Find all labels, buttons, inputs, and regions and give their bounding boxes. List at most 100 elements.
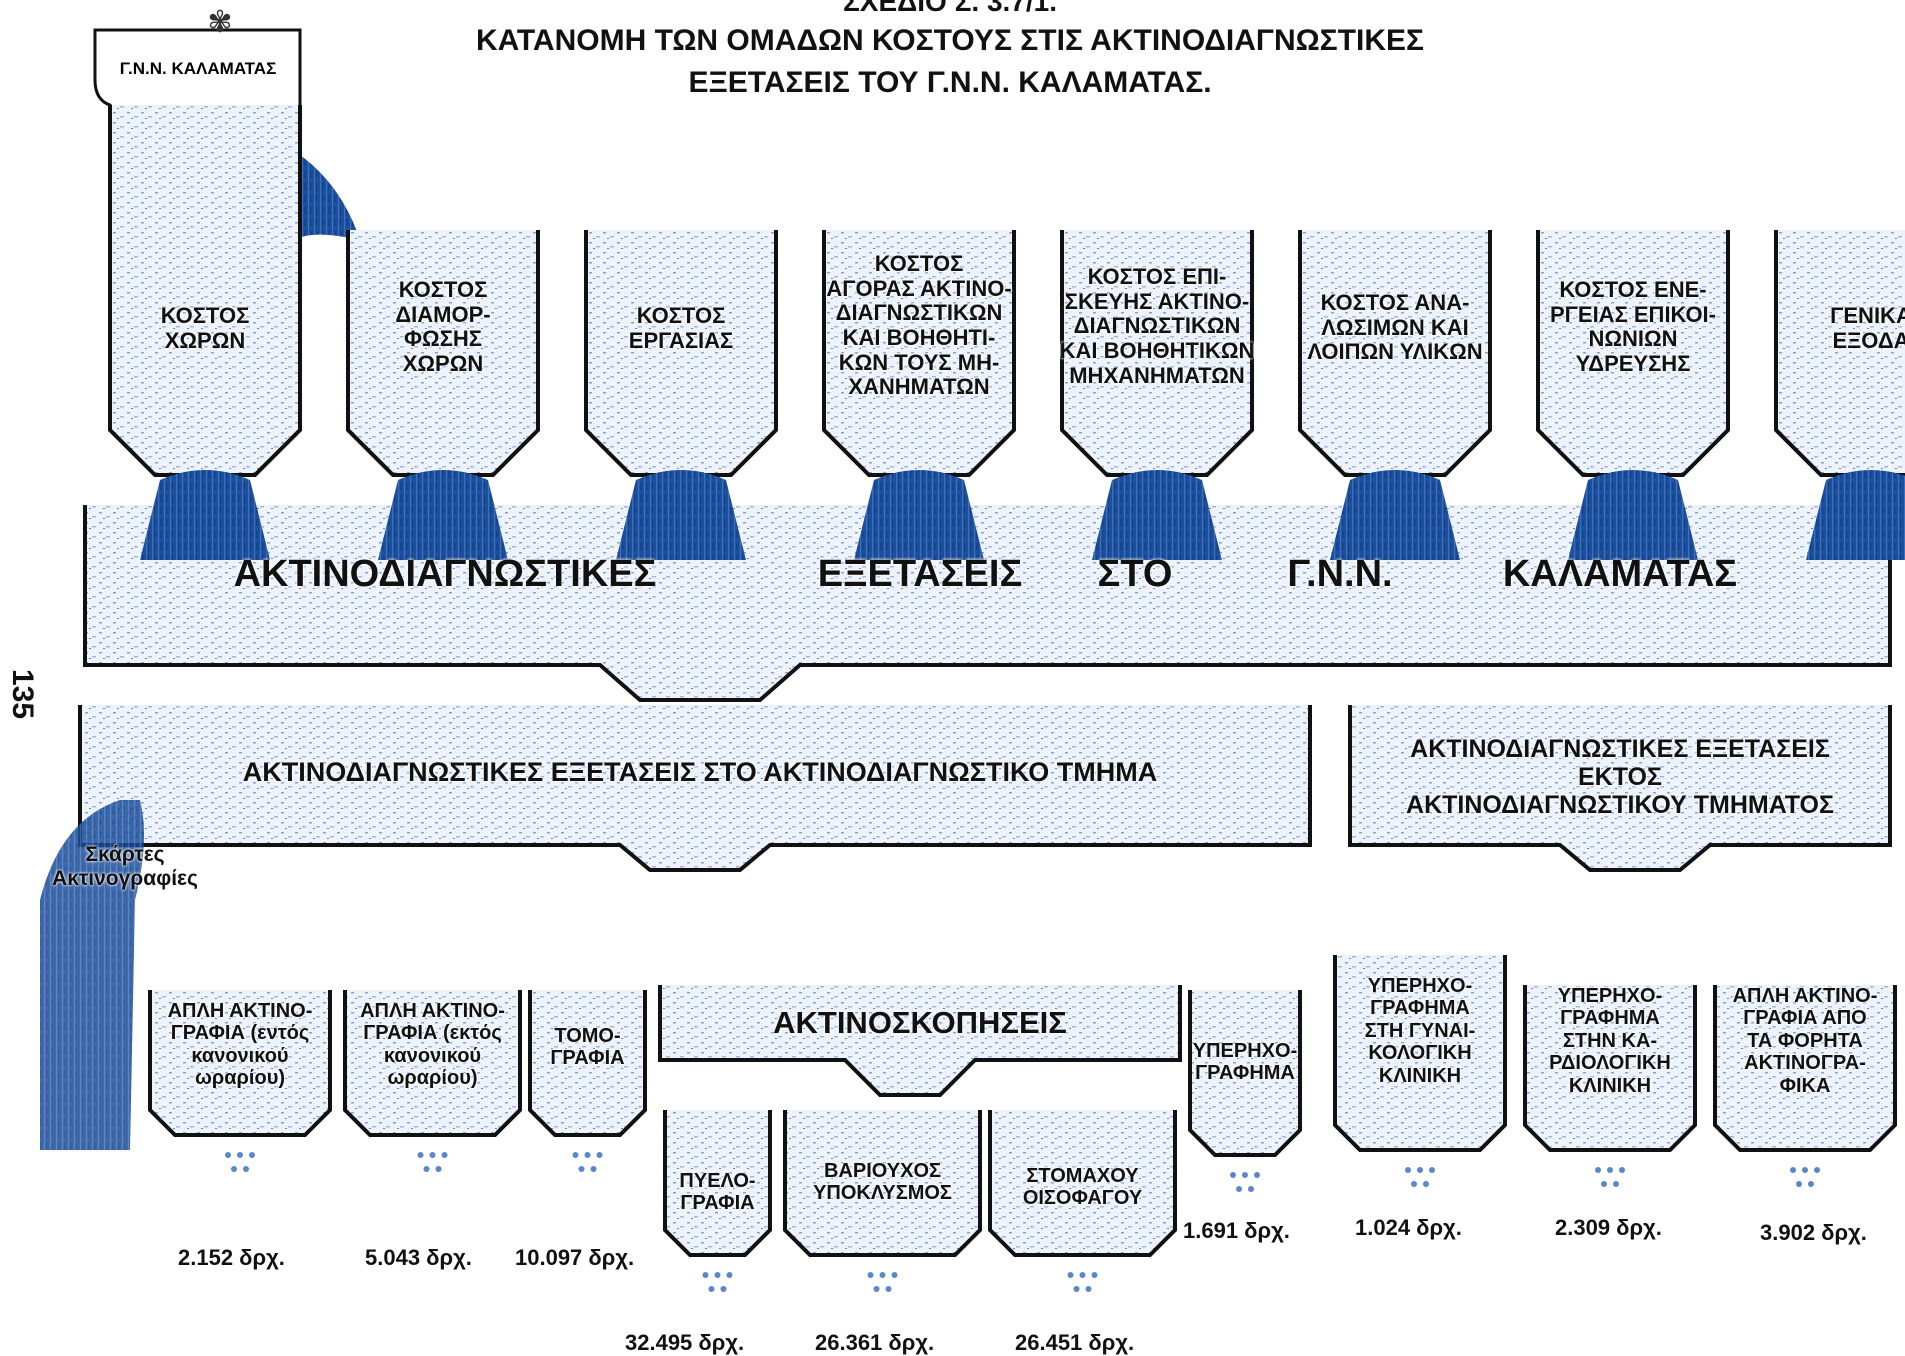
- exam-drip-4: [720, 1286, 727, 1292]
- exam-bin-3: [528, 990, 647, 1137]
- exam-cost-8: 1.024 δρχ.: [1355, 1215, 1462, 1240]
- exam-drip-7: [1242, 1172, 1248, 1178]
- exam-drip-10: [1808, 1181, 1814, 1187]
- main-tank-word-3: ΣΤΟ: [1097, 553, 1173, 595]
- exam-drip-8: [1429, 1167, 1435, 1173]
- cost-group-label-8: ΓΕΝΙΚΑ ΕΞΟΔΑ: [1830, 303, 1905, 353]
- exam-drip-4: [702, 1272, 709, 1278]
- cost-group-label-4: ΚΟΣΤΟΣ ΑΓΟΡΑΣ ΑΚΤΙΝΟ- ΔΙΑΓΝΩΣΤΙΚΩΝ ΚΑΙ Β…: [826, 251, 1012, 400]
- logo-icon: ✾: [207, 6, 232, 39]
- exam-cost-5: 26.361 δρχ.: [815, 1330, 935, 1355]
- exam-drip-3: [584, 1152, 591, 1158]
- exam-drip-4: [714, 1272, 721, 1278]
- exam-bin-2: [343, 990, 522, 1137]
- exam-drip-9: [1613, 1181, 1619, 1187]
- cost-group-pours: [140, 470, 1905, 560]
- outside-dept-tank: [1348, 705, 1892, 872]
- fluoroscopy-label: ΑΚΤΙΝΟΣΚΟΠΗΣΕΙΣ: [773, 1005, 1067, 1040]
- waste-spill: [40, 800, 144, 1150]
- exam-drip-8: [1417, 1167, 1423, 1173]
- exam-drip-3: [572, 1152, 579, 1158]
- exam-drip-6: [1079, 1272, 1086, 1278]
- exam-drip-3: [596, 1152, 603, 1158]
- cost-group-pour-1: [140, 470, 270, 560]
- cost-group-pour-5: [1092, 470, 1222, 560]
- exam-drip-8: [1411, 1181, 1417, 1187]
- exam-drip-5: [885, 1286, 892, 1292]
- exam-drip-4: [708, 1286, 715, 1292]
- figure-title-line-2: ΕΞΕΤΑΣΕΙΣ ΤΟΥ Γ.Ν.Ν. ΚΑΛΑΜΑΤΑΣ.: [688, 66, 1212, 99]
- cost-group-pour-6: [1330, 470, 1460, 560]
- exam-drip-2: [435, 1166, 442, 1172]
- exam-cost-10: 3.902 δρχ.: [1760, 1220, 1867, 1245]
- exam-drip-9: [1619, 1167, 1625, 1173]
- exam-cost-9: 2.309 δρχ.: [1555, 1215, 1662, 1240]
- exam-label-3: ΤΟΜΟ- ΓΡΑΦΙΑ: [550, 1025, 625, 1070]
- radiology-dept-tank: [78, 705, 1312, 872]
- exam-drip-5: [867, 1272, 874, 1278]
- exam-label-6: ΣΤΟΜΑΧΟΥ ΟΙΣΟΦΑΓΟΥ: [1022, 1165, 1143, 1210]
- cost-group-label-3: ΚΟΣΤΟΣ ΕΡΓΑΣΙΑΣ: [628, 303, 734, 353]
- exam-drip-1: [249, 1152, 255, 1158]
- cost-group-pour-2: [378, 470, 508, 560]
- exam-cost-2: 5.043 δρχ.: [365, 1245, 472, 1270]
- exam-drip-10: [1814, 1167, 1820, 1173]
- exam-drip-3: [590, 1166, 597, 1172]
- cost-group-label-5: ΚΟΣΤΟΣ ΕΠΙ- ΣΚΕΥΗΣ ΑΚΤΙΝΟ- ΔΙΑΓΝΩΣΤΙΚΩΝ …: [1059, 264, 1255, 388]
- exam-label-8: ΥΠΕΡΗΧΟ- ΓΡΑΦΗΜΑ ΣΤΗ ΓΥΝΑΙ- ΚΟΛΟΓΙΚΗ ΚΛΙ…: [1364, 975, 1476, 1087]
- exam-drip-8: [1405, 1167, 1411, 1173]
- exam-drip-5: [891, 1272, 898, 1278]
- exam-bin-6: [988, 1110, 1177, 1257]
- exam-drip-1: [225, 1152, 231, 1158]
- exam-drip-6: [1067, 1272, 1074, 1278]
- exam-label-1: ΑΠΛΗ ΑΚΤΙΝΟ- ΓΡΑΦΙΑ (εντός κανονικού ωρα…: [167, 1000, 313, 1090]
- waste-label: Σκάρτες Ακτινογραφίες: [52, 843, 198, 890]
- cost-group-pour-7: [1568, 470, 1698, 560]
- cost-group-label-1: ΚΟΣΤΟΣ ΧΩΡΩΝ: [160, 303, 250, 353]
- exam-drip-6: [1073, 1286, 1080, 1292]
- figure-id: ΣΧΕΔΙΟ Σ. 3.7/1.: [842, 0, 1058, 17]
- exam-cost-1: 2.152 δρχ.: [178, 1245, 285, 1270]
- exam-cost-7: 1.691 δρχ.: [1183, 1218, 1290, 1243]
- exam-bin-1: [148, 990, 332, 1137]
- exam-drip-7: [1230, 1172, 1236, 1178]
- exam-drip-5: [873, 1286, 880, 1292]
- cost-group-label-2: ΚΟΣΤΟΣ ΔΙΑΜΟΡ- ΦΩΣΗΣ ΧΩΡΩΝ: [395, 277, 491, 376]
- exam-bin-9: [1523, 985, 1697, 1152]
- exam-drip-10: [1796, 1181, 1802, 1187]
- cost-group-pour-3: [616, 470, 746, 560]
- exam-drip-2: [441, 1152, 448, 1158]
- main-tank-word-2: ΕΞΕΤΑΣΕΙΣ: [817, 553, 1023, 595]
- exam-drip-1: [237, 1152, 243, 1158]
- exam-label-7: ΥΠΕΡΗΧΟ- ΓΡΑΦΗΜΑ: [1192, 1040, 1298, 1085]
- exam-bins: [148, 955, 1897, 1292]
- exam-drip-9: [1601, 1181, 1607, 1187]
- cost-group-pour-4: [854, 470, 984, 560]
- exam-drip-1: [243, 1166, 249, 1172]
- exam-drip-10: [1790, 1167, 1796, 1173]
- exam-drip-10: [1802, 1167, 1808, 1173]
- exam-label-5: ΒΑΡΙΟΥΧΟΣ ΥΠΟΚΛΥΣΜΟΣ: [813, 1160, 952, 1205]
- outside-dept-label: ΑΚΤΙΝΟΔΙΑΓΝΩΣΤΙΚΕΣ ΕΞΕΤΑΣΕΙΣ ΕΚΤΟΣ ΑΚΤΙΝ…: [1406, 735, 1834, 819]
- cost-group-label-7: ΚΟΣΤΟΣ ΕΝΕ- ΡΓΕΙΑΣ ΕΠΙΚΟΙ- ΝΩΝΙΩΝ ΥΔΡΕΥΣ…: [1550, 277, 1716, 376]
- cost-group-bin-1: [108, 105, 302, 477]
- exam-bin-5: [783, 1110, 982, 1257]
- exam-drip-4: [726, 1272, 733, 1278]
- main-tank-word-4: Γ.Ν.Ν.: [1287, 553, 1393, 595]
- exam-label-4: ΠΥΕΛΟ- ΓΡΑΦΙΑ: [679, 1170, 756, 1215]
- exam-drip-6: [1085, 1286, 1092, 1292]
- radiology-dept-label: ΑΚΤΙΝΟΔΙΑΓΝΩΣΤΙΚΕΣ ΕΞΕΤΑΣΕΙΣ ΣΤΟ ΑΚΤΙΝΟΔ…: [242, 757, 1158, 787]
- exam-drip-7: [1248, 1186, 1254, 1192]
- exam-drip-8: [1423, 1181, 1429, 1187]
- exam-bin-4: [663, 1110, 772, 1257]
- exam-drip-9: [1607, 1167, 1613, 1173]
- figure-title-line-1: ΚΑΤΑΝΟΜΗ ΤΩΝ ΟΜΑΔΩΝ ΚΟΣΤΟΥΣ ΣΤΙΣ ΑΚΤΙΝΟΔ…: [475, 24, 1425, 57]
- exam-cost-6: 26.451 δρχ.: [1015, 1330, 1135, 1355]
- exam-drip-9: [1595, 1167, 1601, 1173]
- cost-group-pour-8: [1806, 470, 1905, 560]
- exam-drip-5: [879, 1272, 886, 1278]
- exam-bin-10: [1713, 985, 1897, 1152]
- exam-bin-8: [1333, 955, 1507, 1152]
- exam-drip-2: [423, 1166, 430, 1172]
